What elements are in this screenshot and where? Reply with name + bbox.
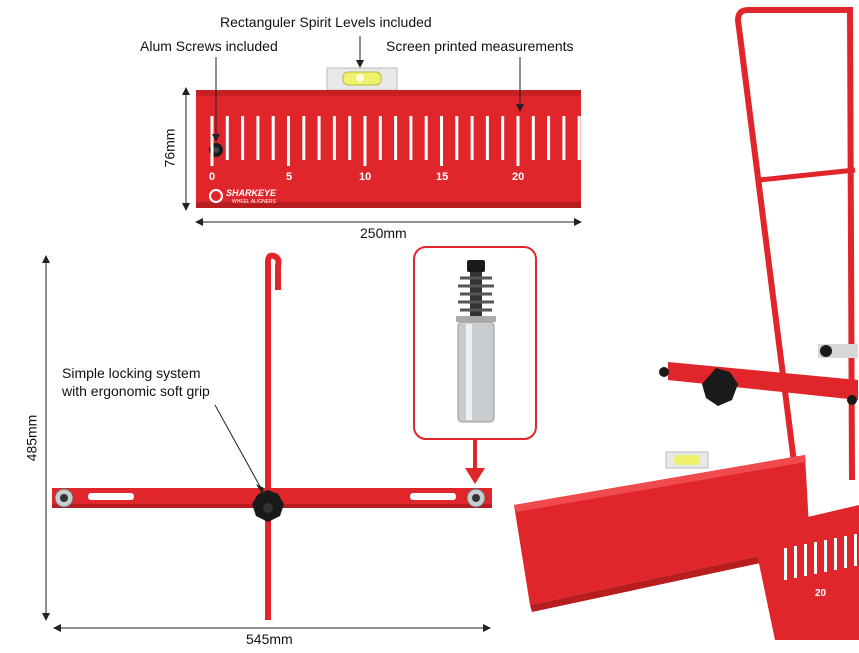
callout-lock-line1: Simple locking system xyxy=(62,365,201,381)
scale-slot xyxy=(485,116,489,160)
scale-slot xyxy=(501,116,505,160)
scale-slot xyxy=(409,116,413,160)
photo-scale-slot xyxy=(794,546,797,578)
scale-slot xyxy=(225,116,229,160)
dimension-545mm: 545mm xyxy=(246,631,293,647)
scale-slots xyxy=(210,116,581,166)
callout-screen-printed: Screen printed measurements xyxy=(386,38,574,54)
scale-slot xyxy=(302,116,306,160)
scale-slot xyxy=(562,116,566,160)
scale-slot xyxy=(394,116,398,160)
scale-number-10: 10 xyxy=(359,171,372,183)
dimension-250mm: 250mm xyxy=(360,225,407,241)
scale-slot xyxy=(363,116,367,166)
scale-slot xyxy=(577,116,581,160)
photo-scale-number: 20 xyxy=(815,588,827,599)
scale-slot xyxy=(547,116,551,160)
scale-number-15: 15 xyxy=(436,171,449,183)
photo-scale-slot xyxy=(804,544,807,576)
scale-slot xyxy=(241,116,245,160)
photo-scale-slot xyxy=(834,538,837,570)
scale-slot xyxy=(348,116,352,160)
brand-sub: WHEEL ALIGNERS xyxy=(232,199,276,205)
scale-slot xyxy=(210,116,214,166)
bolt-spring-icon xyxy=(456,260,496,423)
scale-slot xyxy=(440,116,443,166)
photo-scale-slot xyxy=(854,534,857,566)
scale-number-20: 20 xyxy=(512,171,525,183)
photo-scale-slots xyxy=(784,534,857,580)
photo-scale-slot xyxy=(844,536,847,568)
callout-alum-screws: Alum Screws included xyxy=(140,38,278,54)
callout-lock-line2: with ergonomic soft grip xyxy=(62,383,210,399)
photo-scale-slot xyxy=(824,540,827,572)
photo-scale-slot xyxy=(784,548,787,580)
scale-slot xyxy=(378,116,382,160)
callout-spirit-levels: Rectanguler Spirit Levels included xyxy=(220,14,432,30)
photo-knob-icon xyxy=(702,368,738,406)
scale-slot xyxy=(287,116,290,166)
scale-slot xyxy=(332,116,336,160)
brand-name: SHARKEYE xyxy=(226,188,277,198)
scale-slot xyxy=(317,116,321,160)
scale-slot xyxy=(516,116,520,166)
photo-scale-slot xyxy=(814,542,817,574)
scale-slot xyxy=(256,116,260,160)
arrow-down-icon xyxy=(465,468,485,484)
brand-logo-icon xyxy=(209,189,223,203)
scale-slot xyxy=(424,116,428,160)
scale-slot xyxy=(531,116,535,160)
scale-number-0: 0 xyxy=(209,171,216,183)
scale-number-5: 5 xyxy=(286,171,293,183)
scale-slot xyxy=(470,116,474,160)
scale-slot xyxy=(455,116,459,160)
scale-slot xyxy=(271,116,275,160)
